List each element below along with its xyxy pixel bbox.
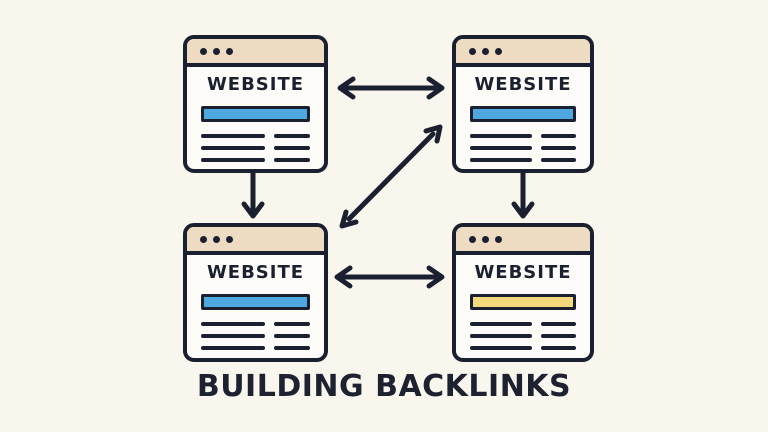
text-line	[470, 322, 533, 326]
text-lines	[201, 134, 310, 162]
text-lines	[470, 322, 576, 350]
website-label: WEBSITE	[474, 262, 572, 283]
window-dot-icon	[226, 235, 233, 243]
text-line	[201, 322, 266, 326]
website-label: WEBSITE	[206, 262, 305, 283]
highlight-bar	[470, 106, 576, 122]
text-line	[201, 334, 266, 338]
text-line	[470, 346, 533, 350]
highlight-bar	[201, 106, 310, 122]
window-dot-icon	[482, 47, 489, 55]
text-line	[541, 346, 576, 350]
text-line	[201, 346, 266, 350]
arrow-top-bidirectional	[337, 76, 445, 100]
text-line	[274, 134, 310, 138]
website-window-top-right: WEBSITE	[452, 35, 594, 173]
arrow-diagonal-bidirectional	[339, 124, 443, 229]
text-line	[470, 134, 533, 138]
window-dot-icon	[213, 235, 220, 243]
browser-titlebar	[456, 39, 590, 67]
text-line	[470, 334, 533, 338]
website-window-bottom-left: WEBSITE	[183, 223, 328, 362]
text-line	[541, 158, 576, 162]
website-window-bottom-right: WEBSITE	[452, 223, 594, 362]
window-dot-icon	[226, 47, 233, 55]
website-label: WEBSITE	[474, 74, 572, 95]
text-line	[201, 146, 266, 150]
window-dot-icon	[200, 47, 207, 55]
text-line	[274, 158, 310, 162]
browser-titlebar	[187, 39, 324, 67]
text-line	[541, 146, 576, 150]
text-line	[541, 134, 576, 138]
highlight-bar	[201, 294, 310, 310]
text-line	[201, 158, 266, 162]
text-line	[470, 146, 533, 150]
window-dot-icon	[495, 235, 502, 243]
text-line	[541, 322, 576, 326]
text-line	[274, 146, 310, 150]
website-window-top-left: WEBSITE	[183, 35, 328, 173]
window-dot-icon	[469, 47, 476, 55]
window-dot-icon	[469, 235, 476, 243]
window-dot-icon	[482, 235, 489, 243]
window-dot-icon	[495, 47, 502, 55]
diagram-title: BUILDING BACKLINKS	[196, 369, 572, 404]
text-line	[274, 322, 310, 326]
browser-titlebar	[187, 227, 324, 255]
arrow-bottom-bidirectional	[334, 265, 445, 289]
text-lines	[201, 322, 310, 350]
text-line	[274, 346, 310, 350]
arrow-right-down	[511, 169, 535, 219]
text-line	[470, 158, 533, 162]
browser-titlebar	[456, 227, 590, 255]
window-dot-icon	[213, 47, 220, 55]
arrow-left-down	[241, 170, 265, 219]
text-line	[541, 334, 576, 338]
website-label: WEBSITE	[206, 74, 305, 95]
text-line	[274, 334, 310, 338]
text-lines	[470, 134, 576, 162]
text-line	[201, 134, 266, 138]
highlight-bar	[470, 294, 576, 310]
window-dot-icon	[200, 235, 207, 243]
